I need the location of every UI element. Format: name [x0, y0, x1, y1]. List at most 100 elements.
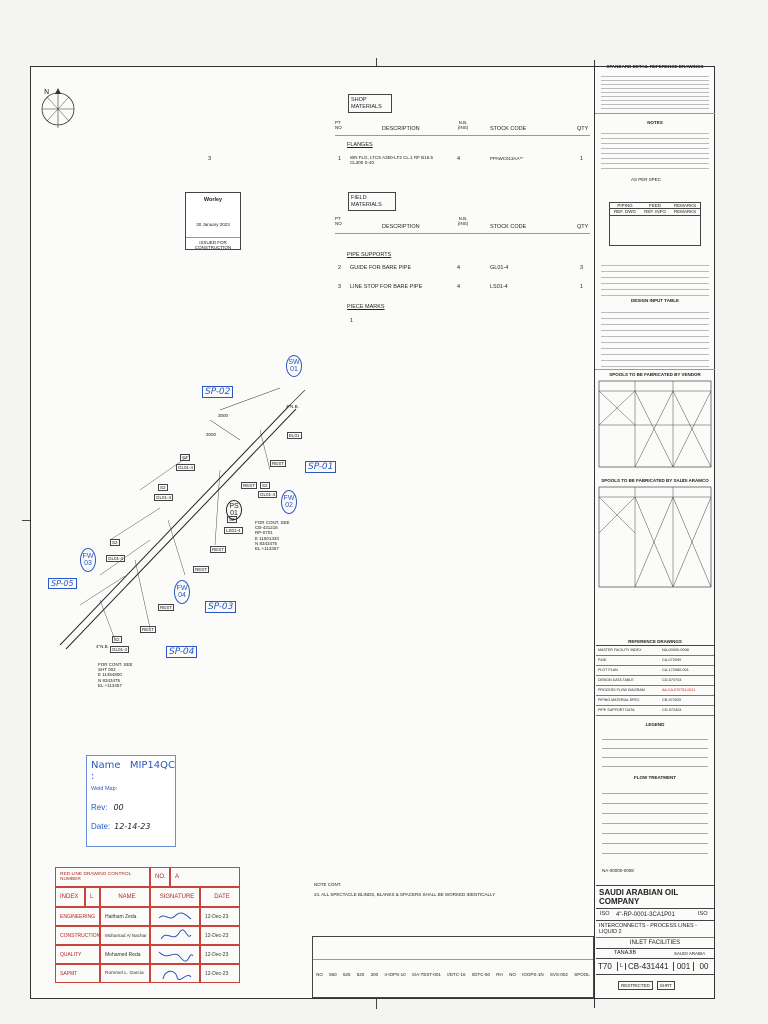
label-s2: S2: [112, 636, 122, 644]
redline-row-index: SAPMT: [55, 964, 100, 983]
redline-no-label: NO.: [150, 867, 170, 887]
label-s2: S2: [227, 516, 237, 524]
shop-group-flanges: FLANGES: [347, 142, 373, 148]
field-header-description: DESCRIPTION: [382, 224, 420, 230]
ref-code: CD-972403: [662, 708, 682, 713]
shop-header-line: [335, 135, 590, 136]
bom-header: PIPING: [617, 203, 633, 209]
bottom-cell: S/A-TEST-001: [411, 972, 441, 977]
cont-el-1: EL +113457: [255, 545, 279, 551]
field-header-qty: QTY: [577, 224, 589, 230]
title-small-code: NA-00000-0008: [602, 868, 634, 873]
cont-rp-1: RP-0701: [255, 530, 273, 536]
label-gl014: GL01-4: [154, 494, 174, 502]
svg-text:N: N: [44, 88, 49, 96]
label-dim-2: 3000: [206, 432, 217, 437]
stamp-status: ISSUED FOR CONSTRUCTION: [186, 236, 240, 250]
registration-mark-bottom: [376, 999, 380, 1009]
label-sp05: SP-05: [48, 578, 77, 589]
redline-row: CONSTRUCTION Mohamad Al Nachar 12-Dec-23: [55, 926, 240, 945]
notes-text: 24. ALL SPECTACLE BLINDS, BLANKS & SPACE…: [314, 892, 496, 897]
redline-row-date: 12-Dec-23: [200, 907, 240, 926]
ref-row: P&ID CA-072090: [596, 656, 714, 666]
cont-e-2: E 11454800: [98, 672, 122, 678]
bottom-cell: NO: [316, 972, 323, 977]
shop-item-nb: 4: [457, 156, 461, 162]
label-gl014: GL01-4: [106, 555, 126, 563]
rev-no: 00: [699, 962, 709, 972]
bom-header: FEED: [648, 203, 661, 209]
notes-title: NOTE CONT.: [314, 882, 342, 887]
field-header-nb: N.B. (INS): [457, 216, 469, 227]
label-ps01: PS 01: [226, 500, 242, 520]
label-gl014: GL01-4: [110, 646, 130, 654]
iso-rev-label: ISO: [698, 911, 708, 918]
ref-row: PLOT PLAN CA-172080-001: [596, 666, 714, 676]
label-rest: REST: [241, 482, 258, 490]
design-note: AS PER SPEC: [631, 177, 662, 182]
title-block: NA-00000-0008 SAUDI ARABIAN OIL COMPANY …: [596, 868, 714, 1000]
field-header-stock-code: STOCK CODE: [490, 224, 527, 230]
reference-title: REFERENCE DRAWINGS: [596, 638, 714, 646]
shop-item-stock-code: PPAWC013AA**: [490, 156, 524, 161]
field-item-stock-code: LS01-4: [490, 284, 508, 290]
signature-scribble-icon: [162, 970, 192, 980]
std-detail-list: [601, 73, 709, 109]
redline-header-index: INDEX: [55, 887, 85, 907]
label-fw03: FW 03: [80, 548, 96, 572]
revision-mark: 3: [208, 156, 212, 162]
shop-header-description: DESCRIPTION: [382, 126, 420, 132]
spool-vendor-title: SPOOLS TO BE FABRICATED BY VENDOR: [609, 372, 701, 378]
iso-label: ISO: [600, 911, 610, 918]
label-nb-bottom: 4"N.B.: [96, 644, 109, 649]
ref-name: DESIGN DATA TABLE: [598, 678, 634, 683]
field-item-nb: 4: [457, 284, 461, 290]
reference-drawings: REFERENCE DRAWINGS MASTER FACILITY INDEX…: [596, 638, 714, 858]
field-item-description: GUIDE FOR BARE PIPE: [350, 265, 412, 271]
redline-row: ENGINEERING Haitham Zeda 12-Dec-23: [55, 907, 240, 926]
label-s2: S2: [180, 454, 190, 462]
weld-map-box: Name : MIP14QC Weld Map: Rev: 00 Date: 1…: [86, 755, 176, 847]
bottom-cell: I/DTC-50: [471, 972, 491, 977]
location: TANAJIB: [614, 950, 637, 957]
bom-cell: REF. INFO: [644, 209, 666, 215]
label-ls014: LS01-4: [224, 527, 243, 535]
shop-header-nb: N.B. (INS): [457, 120, 469, 131]
ref-code: CA-072090: [662, 658, 682, 663]
bom-cell: REMARKS: [673, 209, 697, 215]
flow-list: [602, 784, 708, 854]
redline-row-date: 12-Dec-23: [200, 926, 240, 945]
cont-n-1: N 8343475: [255, 540, 278, 546]
label-rest: REST: [140, 626, 157, 634]
design-input-title: DESIGN INPUT TABLE: [631, 298, 679, 304]
label-s2: S2: [110, 539, 120, 547]
notes-list: [601, 129, 709, 173]
redline-row: QUALITY Mohamed Reda 12-Dec-23: [55, 945, 240, 964]
company-name: SAUDI ARABIAN OIL COMPANY: [596, 885, 714, 910]
redline-row-signature: [150, 945, 200, 964]
field-header-line: [335, 233, 590, 234]
label-s2: S2: [260, 482, 270, 490]
label-sp02: SP-02: [202, 386, 234, 398]
bottom-cell: NO: [509, 972, 516, 977]
ref-code: NA-00000-0008: [662, 648, 689, 653]
label-gl014: GL01-4: [176, 464, 196, 472]
bottom-revision-table: NO 560 525 520 300 4-IOPS-10 S/A-TEST-00…: [312, 936, 594, 998]
bottom-cell: I/DTC-16: [447, 972, 466, 977]
spool-vendor-grid: [598, 380, 712, 468]
legend-title: LEGEND: [645, 722, 665, 727]
redline-row-name: Haitham Zeda: [100, 907, 150, 926]
project-line-1: INTERCONNECTS - PROCESS LINES - LIQUID 2: [596, 921, 714, 939]
legend-list: [602, 731, 708, 771]
plant-no: T70: [596, 962, 618, 972]
drawing-code: 4"-RP-0001-3CA1P01: [616, 911, 675, 918]
shop-header-qty: QTY: [577, 126, 589, 132]
ref-row: PIPING MATERIAL SPEC CB-972020: [596, 696, 714, 706]
weld-name-label: Name :: [91, 760, 121, 782]
weld-date-value: 12-14-23: [114, 821, 151, 831]
bottom-cell: SPOOL: [574, 972, 590, 977]
signature-scribble-icon: [158, 911, 192, 919]
redline-title: RED LINE DRAWING CONTROL NUMBER: [55, 867, 150, 887]
bom-header: REMARKS: [673, 203, 697, 209]
index-letter: L: [618, 963, 626, 970]
